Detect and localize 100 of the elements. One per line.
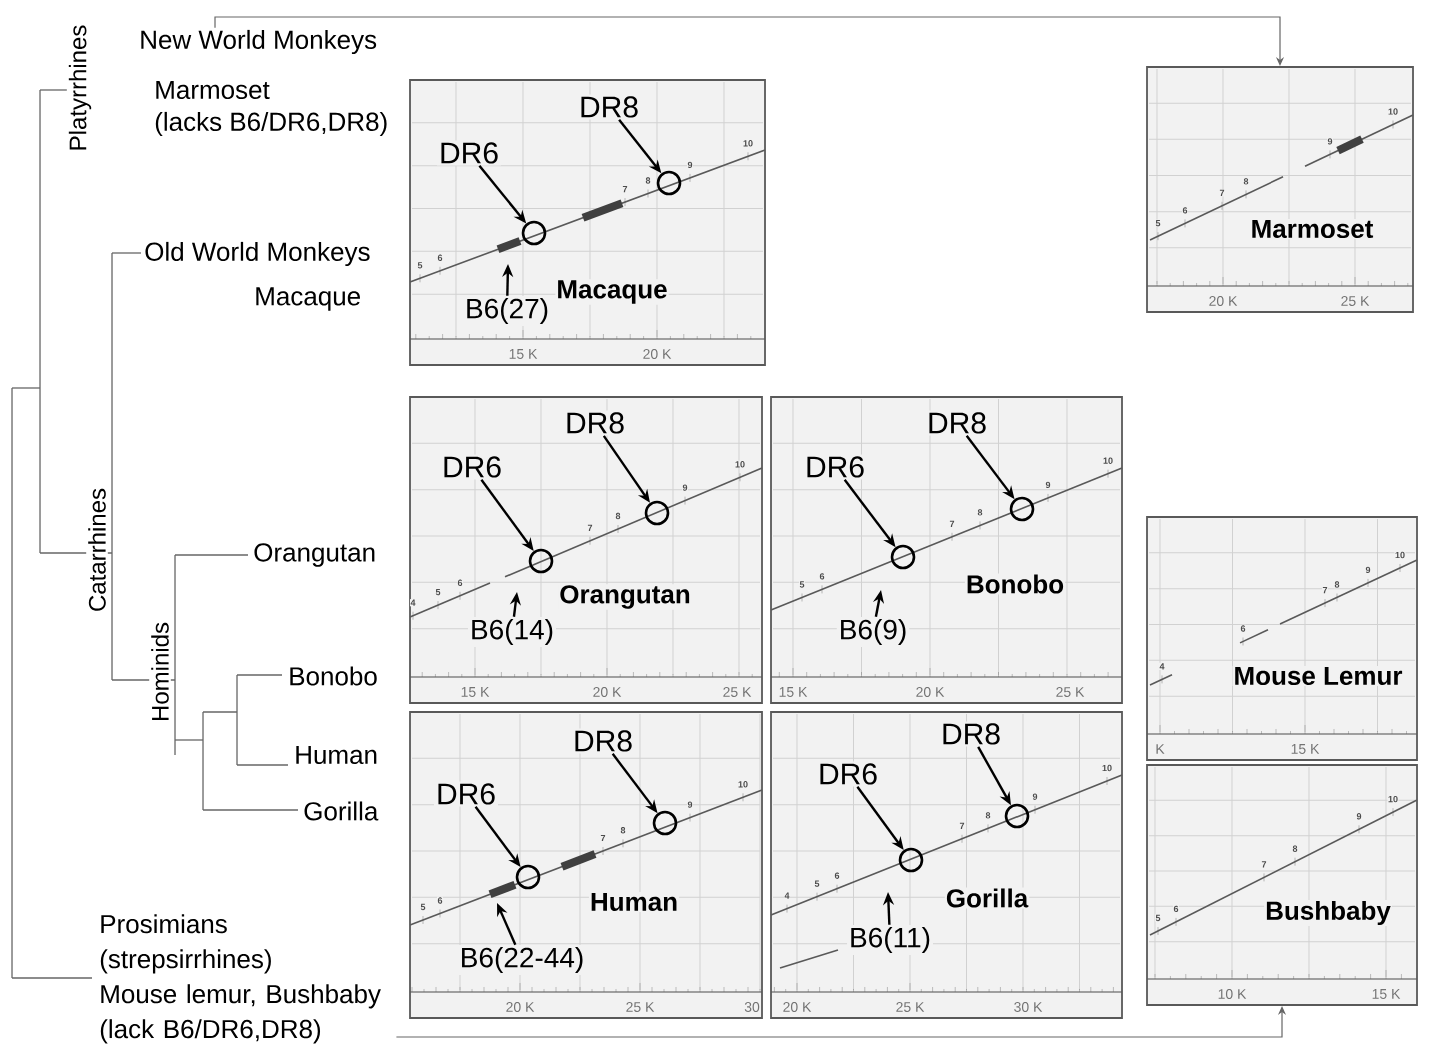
circle-marker (528, 548, 554, 574)
axis-tick-label: K (1154, 743, 1166, 755)
chromosome-number: 6 (457, 579, 463, 587)
axis-tick-label: 20 K (592, 686, 622, 698)
chromosome-number: 10 (1387, 795, 1399, 803)
chromosome-number: 7 (949, 520, 955, 528)
chromosome-number: 5 (1155, 914, 1161, 922)
gene-label: DR6 (434, 781, 498, 807)
chromosome-number: 5 (1155, 219, 1161, 227)
chromosome-number: 6 (1173, 905, 1179, 913)
chromosome-number: 9 (1032, 793, 1038, 801)
taxon-label: Macaque (256, 287, 360, 311)
chromosome-number: 7 (600, 834, 606, 842)
circle-marker (890, 544, 916, 570)
circle-marker (1009, 496, 1035, 522)
chromosome-number: 10 (737, 780, 749, 788)
gene-label: B6(27) (463, 295, 552, 327)
gene-label: DR8 (577, 94, 641, 120)
taxon-label: Human (296, 745, 377, 765)
chromosome-number: 5 (417, 261, 423, 269)
chromosome-number: 7 (959, 822, 965, 830)
chromosome-number: 9 (1365, 566, 1371, 574)
chromosome-number: 6 (1240, 624, 1246, 633)
gene-label: B6(9) (836, 616, 910, 648)
circle-marker (644, 500, 670, 526)
taxon-label: (lacks B6/DR6,DR8) (155, 111, 387, 137)
chromosome-number: 10 (734, 460, 746, 468)
axis-tick-label: 15 K (778, 686, 808, 698)
axis-tick-label: 15 K (460, 686, 490, 698)
chromosome-number: 4 (410, 599, 416, 607)
chromosome-number: 5 (799, 580, 805, 589)
axis-tick-label: 25 K (722, 686, 752, 698)
axis-tick-label: 15 K (508, 348, 538, 360)
axis-tick-label: 20 K (642, 348, 672, 360)
chromosome-number: 6 (1182, 206, 1188, 215)
chromosome-number: 7 (1219, 189, 1225, 197)
chromosome-number: 8 (977, 508, 983, 517)
taxon-label: Marmoset (156, 80, 270, 100)
chromosome-number: 8 (620, 826, 626, 834)
chromosome-number: 4 (1159, 662, 1165, 670)
axis-tick-label: 25 K (1340, 295, 1370, 307)
chromosome-number: 8 (1243, 177, 1249, 186)
axis-tick-label: 25 K (895, 1001, 925, 1013)
taxon-label: Bonobo (290, 666, 377, 686)
chromosome-number: 8 (1334, 580, 1340, 589)
axis-tick-label: 15 K (1371, 988, 1401, 1000)
chromosome-number: 9 (1356, 812, 1362, 820)
chromosome-number: 6 (819, 572, 825, 581)
circle-marker (898, 847, 924, 873)
axis-tick-label: 30 K (1013, 1001, 1043, 1013)
chromosome-number: 4 (784, 892, 790, 900)
clade-label: Prosimians (strepsirrhines) Mouse lemur, Bushbaby (lack B6/DR6,DR8) (100, 914, 381, 1044)
chromosome-number: 8 (1292, 845, 1298, 853)
circle-marker (652, 810, 678, 836)
clade-label: Platyrrhines (66, 22, 94, 154)
axis-tick-label: 25 K (1055, 686, 1085, 698)
chromosome-number: 6 (834, 872, 840, 880)
chromosome-number: 5 (814, 880, 820, 888)
chromosome-number: 5 (420, 903, 426, 911)
chromosome-number: 10 (1387, 107, 1399, 116)
chromosome-number: 9 (687, 161, 693, 169)
clade-label: Hominids (149, 620, 171, 724)
axis-tick-label: 30 (743, 1001, 761, 1013)
gene-label: B6(22-44) (457, 944, 587, 976)
gene-label: DR6 (440, 454, 504, 480)
chromosome-number: 8 (985, 811, 991, 820)
chromosome-number: 10 (1102, 457, 1114, 465)
circle-marker (521, 220, 547, 246)
gene-label: DR8 (925, 410, 989, 436)
gene-label: DR6 (803, 454, 867, 480)
chromosome-number: 8 (615, 512, 621, 520)
taxon-label: Gorilla (304, 801, 379, 821)
axis-tick-label: 10 K (1217, 988, 1247, 1000)
chromosome-number: 5 (435, 588, 441, 596)
chromosome-number: 7 (622, 185, 628, 193)
axis-tick-label: 20 K (1208, 295, 1238, 307)
clade-label: New World Monkeys (141, 29, 377, 55)
axis-tick-label: 20 K (915, 686, 945, 698)
chromosome-number: 7 (587, 524, 593, 532)
clade-label: Catarrhines (86, 485, 108, 615)
gene-label: DR8 (563, 410, 627, 436)
circle-marker (515, 864, 541, 890)
chromosome-number: 9 (1045, 481, 1051, 489)
gene-label: DR8 (939, 721, 1003, 747)
chromosome-number: 10 (1101, 764, 1113, 772)
chromosome-number: 7 (1322, 586, 1328, 594)
chromosome-number: 7 (1261, 860, 1267, 868)
chromosome-number: 6 (437, 896, 443, 905)
taxon-label: Old World Monkeys (145, 241, 370, 267)
chromosome-number: 6 (437, 254, 443, 262)
axis-tick-label: 20 K (505, 1001, 535, 1013)
gene-label: B6(11) (847, 924, 933, 956)
gene-label: DR6 (437, 140, 501, 166)
taxon-label: Orangutan (254, 543, 375, 567)
chromosome-number: 10 (742, 139, 754, 147)
chromosome-number: 9 (687, 800, 693, 809)
gene-label: DR8 (571, 728, 635, 754)
gene-label: DR6 (816, 761, 880, 787)
axis-tick-label: 15 K (1290, 743, 1320, 755)
circle-marker (1004, 803, 1030, 829)
